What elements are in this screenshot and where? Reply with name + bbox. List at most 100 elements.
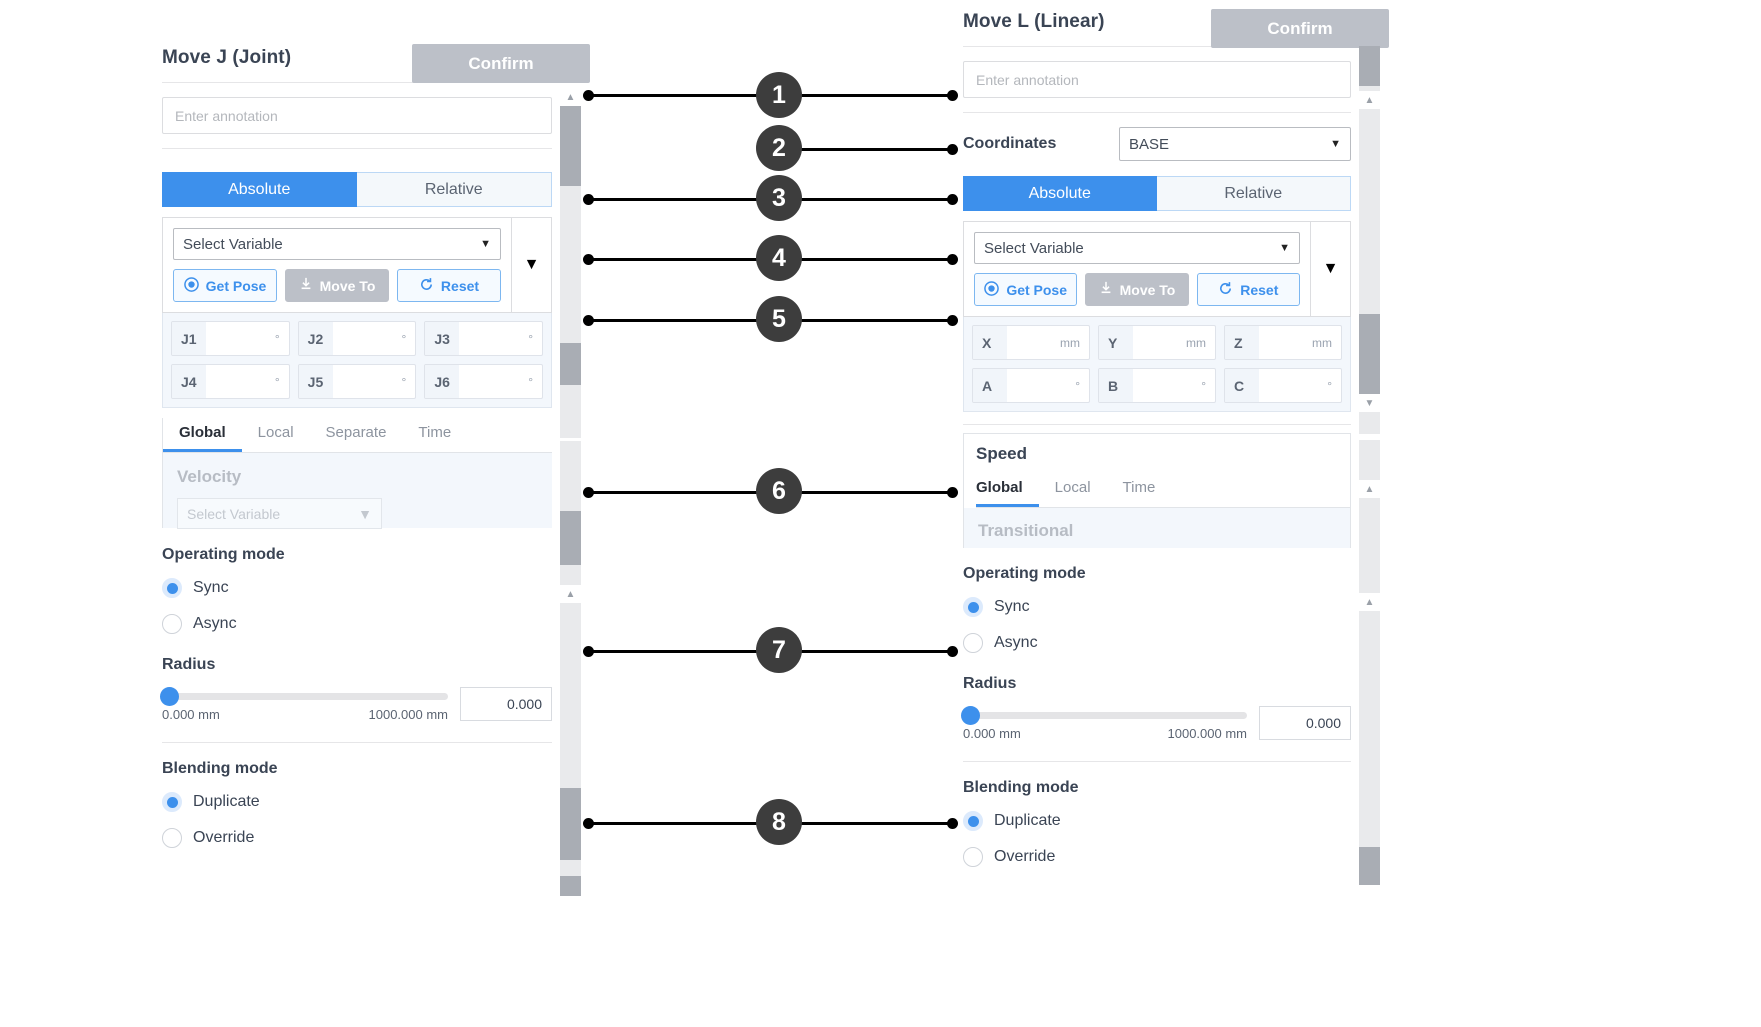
radio-override-left[interactable]: Override [162,828,552,848]
scroll-down-arrow-icon[interactable]: ▼ [1364,397,1375,409]
tab-relative-left[interactable]: Relative [356,172,552,207]
radio-async-right[interactable]: Async [963,633,1351,653]
scrollbar-thumb[interactable] [560,106,581,186]
slider-knob[interactable] [961,706,980,725]
joint-field-j1[interactable]: J1 ° [171,321,290,356]
tab-absolute-left[interactable]: Absolute [162,172,357,207]
tab-time-right[interactable]: Time [1122,479,1156,496]
radio-duplicate-left[interactable]: Duplicate [162,792,552,812]
radius-value-input-right[interactable]: 0.000 [1259,706,1351,740]
scroll-up-arrow-icon[interactable]: ▲ [1364,94,1375,106]
radius-value-input-left[interactable]: 0.000 [460,687,552,721]
coordinates-value: BASE [1129,135,1170,153]
move-l-header: Move L (Linear) [963,0,1351,46]
get-pose-button-left[interactable]: Get Pose [173,269,277,302]
reset-button-left[interactable]: Reset [397,269,501,302]
scroll-up-arrow-icon[interactable]: ▲ [565,588,576,600]
scrollbar-track[interactable] [1359,611,1380,847]
pose-field-b[interactable]: B ° [1098,368,1216,403]
coordinates-select[interactable]: BASE ▼ [1119,127,1351,161]
tab-relative-right[interactable]: Relative [1156,176,1351,211]
slider-knob[interactable] [160,687,179,706]
scroll-up-arrow-icon[interactable]: ▲ [1364,483,1375,495]
scrollbar-left-upper[interactable]: ▲ [560,88,581,438]
scrollbar-track[interactable] [560,565,581,585]
scrollbar-thumb[interactable] [1359,847,1380,885]
joint-field-j5[interactable]: J5 ° [297,364,417,399]
annotation-input-left[interactable]: Enter annotation [162,97,552,134]
annotation-input-right[interactable]: Enter annotation [963,61,1351,98]
speed-section-right: Speed Global Local Time Transitional [963,433,1351,548]
reset-button-right[interactable]: Reset [1196,273,1300,306]
pose-field-c[interactable]: C ° [1224,368,1342,403]
scrollbar-thumb[interactable] [560,343,581,385]
scrollbar-left-lower[interactable]: ▲ [560,441,581,896]
scrollbar-thumb[interactable] [560,788,581,860]
callout-lead-left-4 [588,258,783,261]
scrollbar-track[interactable] [560,860,581,876]
pose-field-y[interactable]: Y mm [1098,325,1216,360]
tab-global-left[interactable]: Global [163,418,242,452]
pose-field-z[interactable]: Z mm [1224,325,1342,360]
callout-dot-left-7 [583,646,594,657]
tab-separate-left[interactable]: Separate [325,424,387,441]
scrollbar-thumb[interactable] [1359,46,1380,86]
tab-absolute-right[interactable]: Absolute [963,176,1157,211]
scrollbar-thumb[interactable] [560,511,581,565]
chevron-down-icon: ▼ [523,256,540,273]
get-pose-button-right[interactable]: Get Pose [974,273,1078,306]
scrollbar-track[interactable] [560,186,581,343]
scrollbar-track[interactable] [1359,86,1380,91]
callout-7: 7 [756,627,802,673]
radio-sync-left[interactable]: Sync [162,578,552,598]
variable-select-left[interactable]: Select Variable ▼ [173,228,501,260]
radio-override-right[interactable]: Override [963,847,1351,867]
scrollbar-thumb[interactable] [1359,314,1380,394]
move-to-button-right[interactable]: Move To [1085,273,1189,306]
confirm-button-right[interactable]: Confirm [1211,9,1389,48]
tab-local-right[interactable]: Local [1054,479,1091,496]
scrollbar-track[interactable] [1359,412,1380,434]
scrollbar-right-lower[interactable]: ▲ ▲ [1359,440,1380,900]
joint-field-j2[interactable]: J2 ° [297,321,417,356]
pose-field-a[interactable]: A ° [972,368,1090,403]
confirm-button-left[interactable]: Confirm [412,44,590,83]
blending-mode-title-left: Blending mode [162,760,278,777]
variable-expand-right[interactable]: ▼ [1311,221,1351,317]
radio-async-left[interactable]: Async [162,614,552,634]
pose-field-x[interactable]: X mm [972,325,1090,360]
scrollbar-track[interactable] [1359,498,1380,593]
scrollbar-track[interactable] [560,441,581,511]
variable-select-right[interactable]: Select Variable ▼ [974,232,1300,264]
tab-time-left[interactable]: Time [418,424,452,441]
page-title: Move L (Linear) [963,11,1105,32]
tab-local-left[interactable]: Local [257,424,294,441]
scroll-up-arrow-icon[interactable]: ▲ [565,91,576,103]
radius-slider-right[interactable]: 0.000 mm 1000.000 mm [961,706,1247,741]
joint-field-j3[interactable]: J3 ° [424,321,544,356]
pose-field-label: X [973,326,1007,359]
radio-icon-unselected [963,847,983,867]
scrollbar-thumb[interactable] [560,876,581,896]
download-icon [1099,281,1113,298]
scrollbar-right-upper[interactable]: ▲ ▼ [1359,46,1380,436]
tab-global-right[interactable]: Global [976,473,1039,507]
scrollbar-track[interactable] [560,603,581,788]
velocity-select-left[interactable]: Select Variable ▼ [177,498,382,529]
scrollbar-track[interactable] [560,385,581,438]
joint-field-j6[interactable]: J6 ° [424,364,544,399]
radius-slider-left[interactable]: 0.000 mm 1000.000 mm [160,687,448,722]
joint-field-j4[interactable]: J4 ° [171,364,290,399]
slider-track[interactable] [961,706,1247,725]
move-to-button-left[interactable]: Move To [285,269,389,302]
variable-expand-left[interactable]: ▼ [512,217,552,313]
scrollbar-track[interactable] [1359,440,1380,480]
callout-dot-left-4 [583,254,594,265]
scroll-up-arrow-icon[interactable]: ▲ [1364,596,1375,608]
pose-field-label: C [1225,369,1259,402]
radio-sync-right[interactable]: Sync [963,597,1351,617]
radio-duplicate-right[interactable]: Duplicate [963,811,1351,831]
slider-track[interactable] [160,687,448,706]
speed-tabs-right: Global Local Time [976,473,1350,508]
scrollbar-track[interactable] [1359,109,1380,314]
